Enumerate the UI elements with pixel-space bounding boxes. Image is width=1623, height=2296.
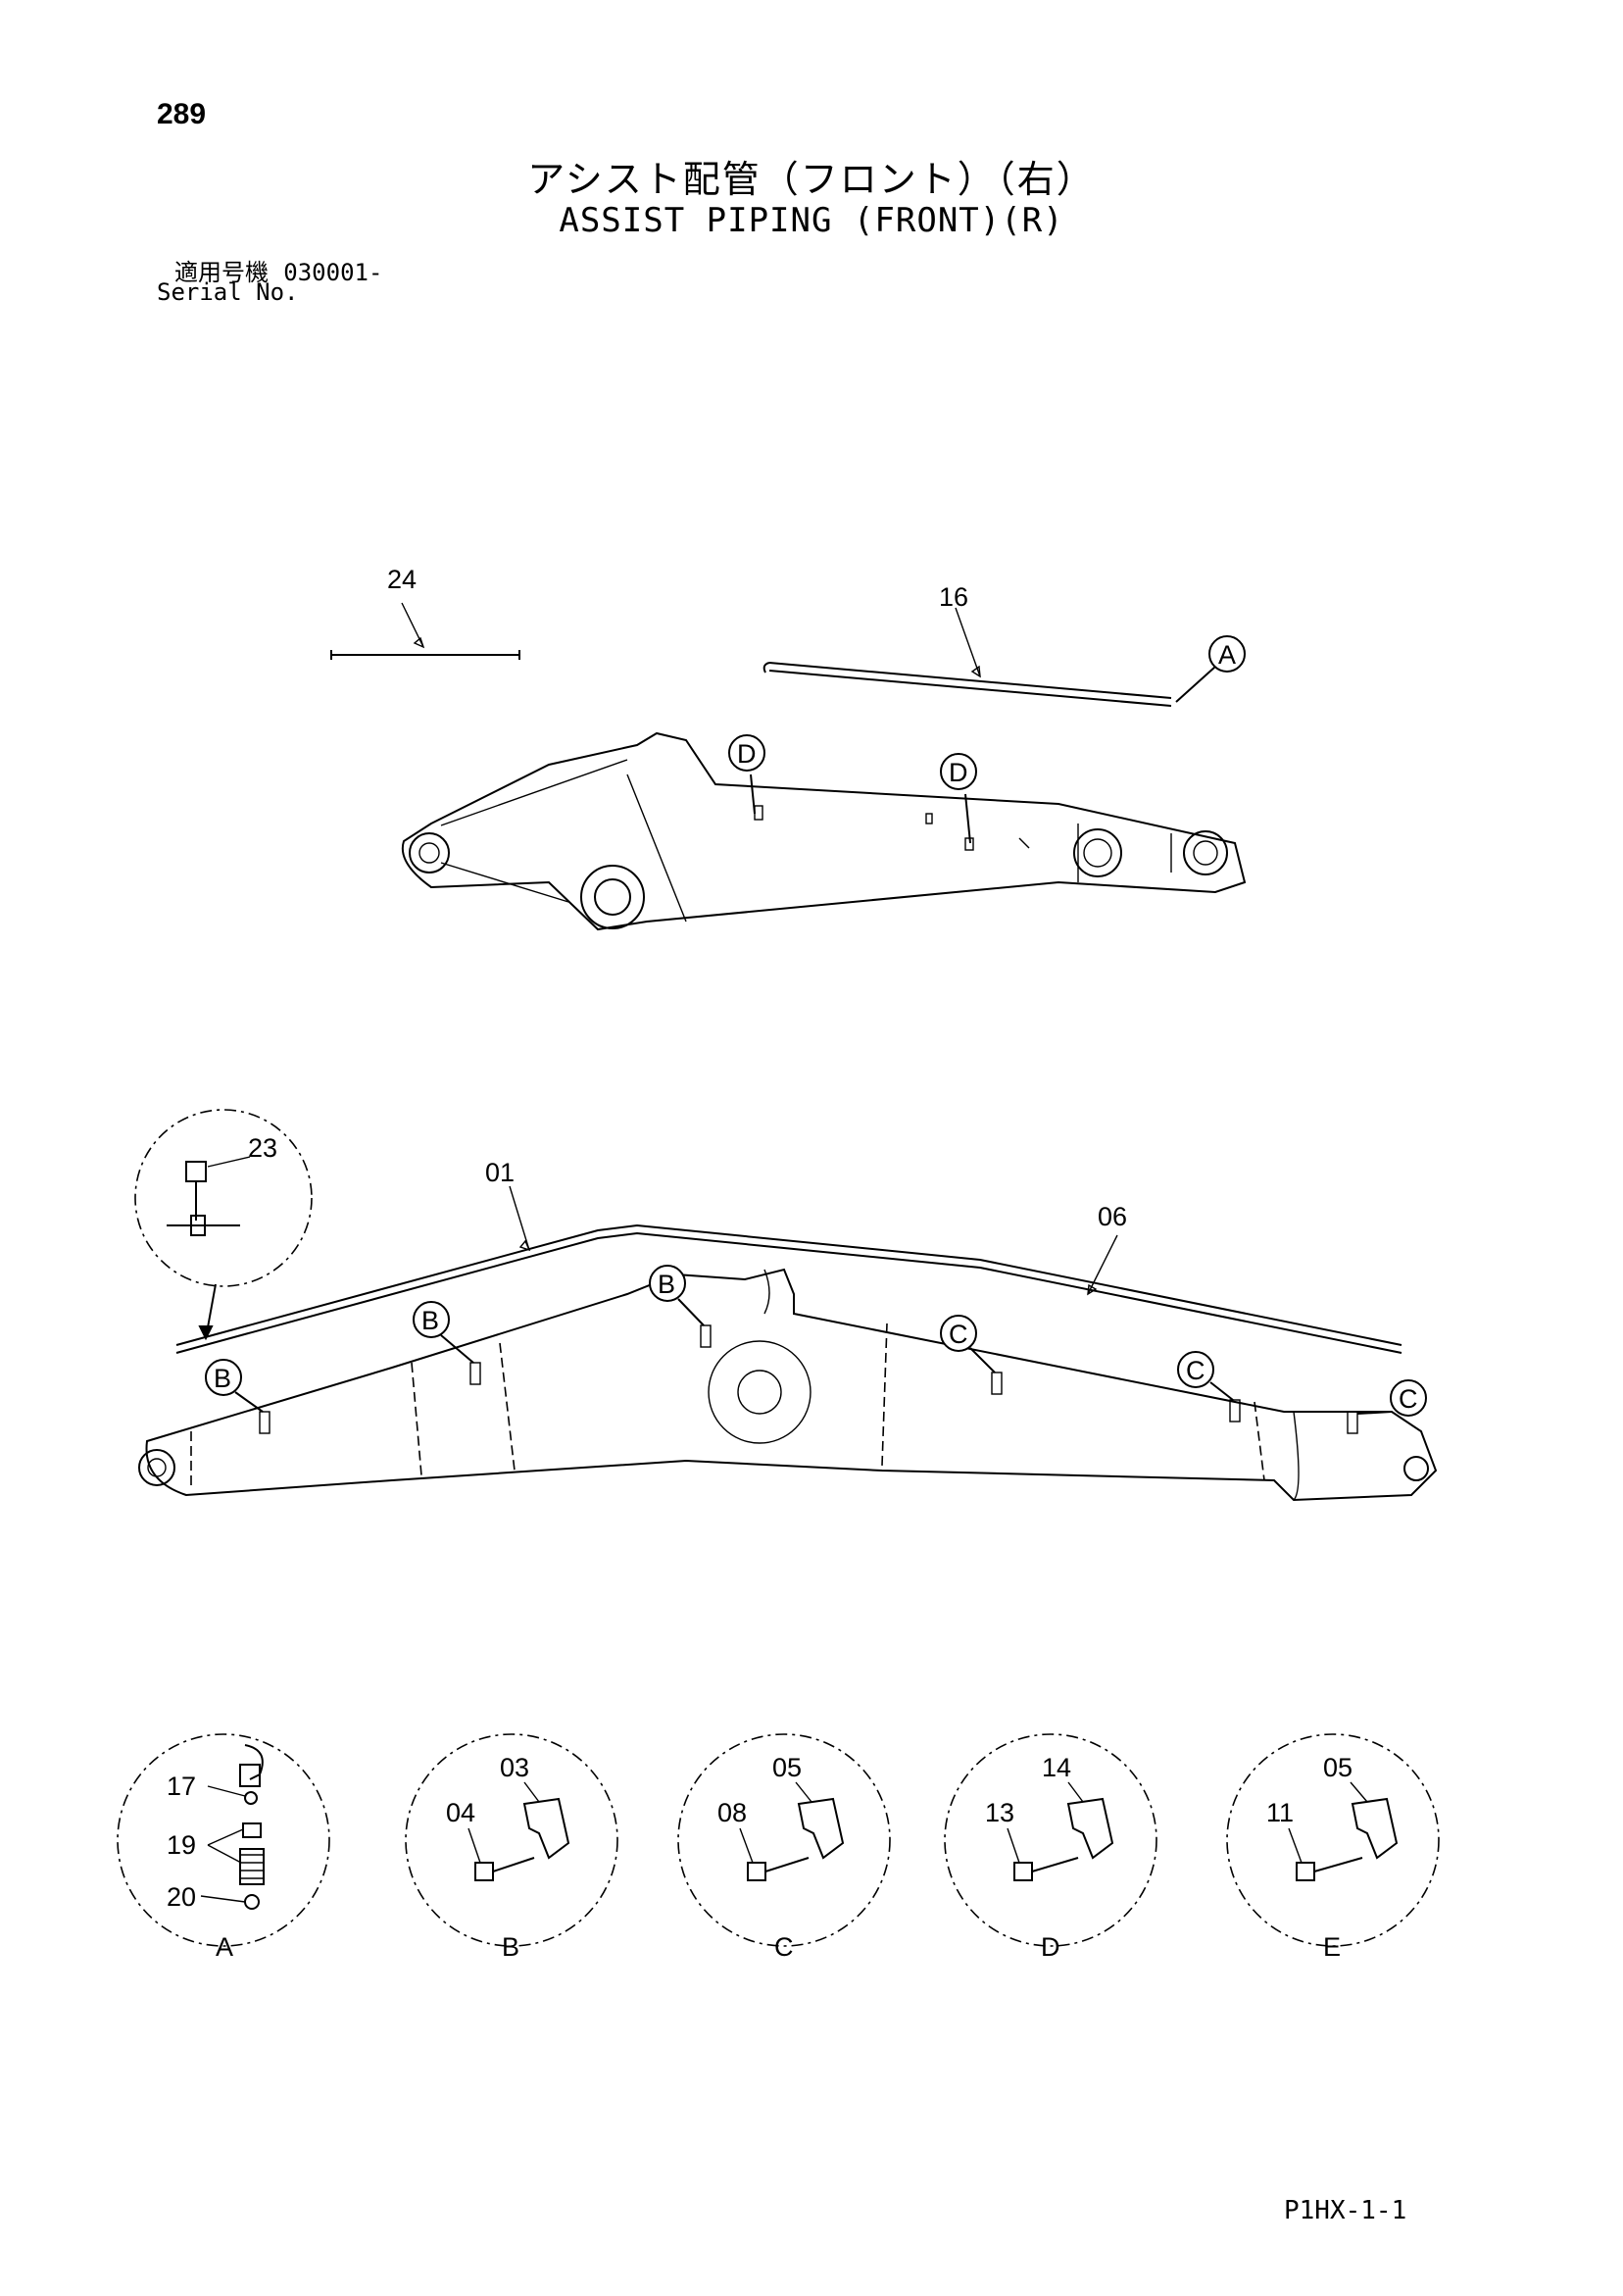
callout-13: 13 <box>985 1798 1014 1827</box>
detail-d <box>944 1733 1157 1947</box>
detail-b-label: B <box>502 1932 519 1962</box>
callout-08: 08 <box>717 1798 747 1827</box>
callout-05-e: 05 <box>1323 1753 1352 1782</box>
boom-outline <box>138 1268 1438 1502</box>
serial-line: 適用号機 030001- <box>174 253 382 287</box>
pipe-24 <box>330 602 520 660</box>
bubble-b-1-label: B <box>214 1364 231 1393</box>
detail-e <box>1226 1733 1440 1947</box>
callout-01: 01 <box>485 1158 515 1187</box>
bubble-c-2-label: C <box>1186 1356 1205 1385</box>
detail-c-label: C <box>774 1932 794 1962</box>
detail-d-label: D <box>1041 1932 1060 1962</box>
callout-04: 04 <box>446 1798 475 1827</box>
boom-clamps <box>259 1324 1358 1434</box>
bubble-c-3-label: C <box>1399 1384 1418 1414</box>
callout-24: 24 <box>387 565 417 594</box>
title-english: ASSIST PIPING (FRONT)(R) <box>559 201 1064 240</box>
bubble-b-3 <box>649 1265 686 1302</box>
serial-label-jp: 適用号機 <box>174 259 269 286</box>
callout-14: 14 <box>1042 1753 1071 1782</box>
detail-e-label: E <box>1323 1932 1341 1962</box>
bubble-b-3-label: B <box>658 1270 675 1299</box>
bubble-c-2 <box>1177 1351 1214 1388</box>
bubble-d-arm-right <box>940 753 977 790</box>
bubble-c-1-label: C <box>949 1320 968 1349</box>
serial-label-en: Serial No. <box>157 278 299 306</box>
bubble-c-1 <box>940 1315 977 1352</box>
title-japanese: アシスト配管（フロント）（右） <box>527 158 1096 201</box>
bubble-b-2-label: B <box>421 1306 439 1335</box>
callout-17: 17 <box>167 1772 196 1801</box>
detail-a-label: A <box>216 1932 233 1962</box>
callout-20: 20 <box>167 1882 196 1912</box>
callout-05: 05 <box>772 1753 802 1782</box>
bubble-a-top <box>1208 635 1246 673</box>
detail-inset-23 <box>134 1109 313 1341</box>
bubble-b-2 <box>413 1301 450 1338</box>
document-code: P1HX-1-1 <box>1284 2196 1407 2225</box>
callout-06: 06 <box>1098 1202 1127 1231</box>
bubble-c-3 <box>1390 1379 1427 1417</box>
pipe-01-06 <box>175 1185 1402 1354</box>
callout-16: 16 <box>939 582 968 612</box>
bubble-d-arm-left <box>728 734 765 772</box>
bubble-a-top-label: A <box>1218 640 1236 670</box>
page-number: 289 <box>157 98 207 130</box>
callout-03: 03 <box>500 1753 529 1782</box>
bubble-b-1 <box>205 1359 242 1396</box>
bubble-d-arm-right-label: D <box>949 758 968 787</box>
arm-outline <box>401 731 1247 931</box>
detail-c <box>677 1733 891 1947</box>
callout-23: 23 <box>248 1133 277 1163</box>
detail-b <box>405 1733 618 1947</box>
pipe-16 <box>762 607 1172 707</box>
bubble-d-arm-left-label: D <box>737 739 757 769</box>
callout-11: 11 <box>1266 1798 1294 1827</box>
callout-19: 19 <box>167 1830 196 1860</box>
serial-value: 030001- <box>283 259 383 286</box>
detail-a <box>117 1733 330 1947</box>
